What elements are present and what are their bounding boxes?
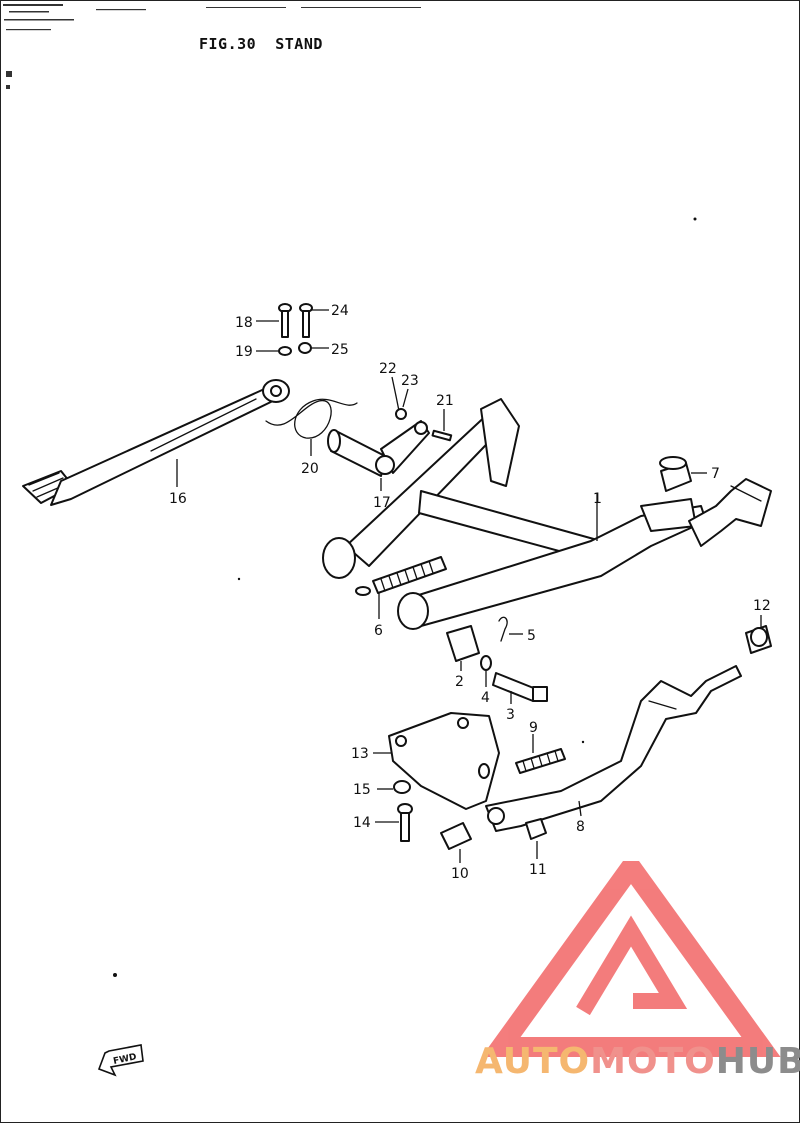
leader-22 xyxy=(391,376,397,397)
part-20-torsion-spring xyxy=(265,398,358,439)
leader-23 xyxy=(402,388,409,408)
leader-lines xyxy=(176,309,762,863)
part-label-20: 20 xyxy=(301,461,319,477)
part-label-8: 8 xyxy=(576,819,585,835)
part-label-11: 11 xyxy=(529,862,547,878)
part-label-17: 17 xyxy=(373,495,391,511)
part-label-14: 14 xyxy=(353,815,371,831)
part-label-10: 10 xyxy=(451,866,469,882)
part-label-22: 22 xyxy=(379,361,397,377)
part-label-12: 12 xyxy=(753,598,771,614)
arrow-icon xyxy=(97,1044,144,1077)
part-7-stopper xyxy=(659,456,692,492)
part-label-2: 2 xyxy=(455,674,464,690)
brand-auto: AUTO xyxy=(475,1041,591,1082)
part-13-bracket xyxy=(388,712,500,810)
part-label-4: 4 xyxy=(481,690,490,706)
brand-hub: HUB xyxy=(715,1041,800,1082)
part-6-spring xyxy=(355,556,447,596)
part-label-16: 16 xyxy=(169,491,187,507)
part-label-7: 7 xyxy=(711,466,720,482)
part-label-24: 24 xyxy=(331,303,349,319)
part-label-5: 5 xyxy=(527,628,536,644)
part-label-15: 15 xyxy=(353,782,371,798)
part-16-lever xyxy=(22,379,290,506)
part-label-18: 18 xyxy=(235,315,253,331)
fwd-label: FWD xyxy=(112,1052,137,1067)
part-label-21: 21 xyxy=(436,393,454,409)
scan-dots xyxy=(113,217,697,977)
figure-title: FIG.30 STAND xyxy=(199,35,323,53)
part-label-9: 9 xyxy=(529,720,538,736)
part-label-3: 3 xyxy=(506,707,515,723)
part-label-6: 6 xyxy=(374,623,383,639)
part-8-side-stand xyxy=(485,665,742,832)
logo-mark-icon xyxy=(481,861,781,1057)
part-1-center-stand xyxy=(322,398,772,630)
part-labels: 18 24 19 25 22 23 21 20 17 16 1 7 6 5 2 … xyxy=(169,303,771,882)
part-label-19: 19 xyxy=(235,344,253,360)
forward-direction-marker: FWD xyxy=(97,1044,144,1077)
part-12-rubber xyxy=(745,625,772,654)
brand-wordmark: AUTOMOTOHUB xyxy=(475,1041,800,1082)
part-label-25: 25 xyxy=(331,342,349,358)
leader-8 xyxy=(578,800,582,817)
scan-noise xyxy=(3,4,421,89)
pivot-hardware xyxy=(446,616,548,702)
small-hardware-lower xyxy=(393,780,547,850)
small-hardware-upper xyxy=(278,303,453,442)
part-label-1: 1 xyxy=(593,491,602,507)
automotohub-logo xyxy=(481,861,781,1057)
brand-moto: MOTO xyxy=(590,1041,716,1082)
part-9-spring xyxy=(515,748,566,774)
part-label-13: 13 xyxy=(351,746,369,762)
part-label-23: 23 xyxy=(401,373,419,389)
part-17-shaft xyxy=(327,420,430,477)
